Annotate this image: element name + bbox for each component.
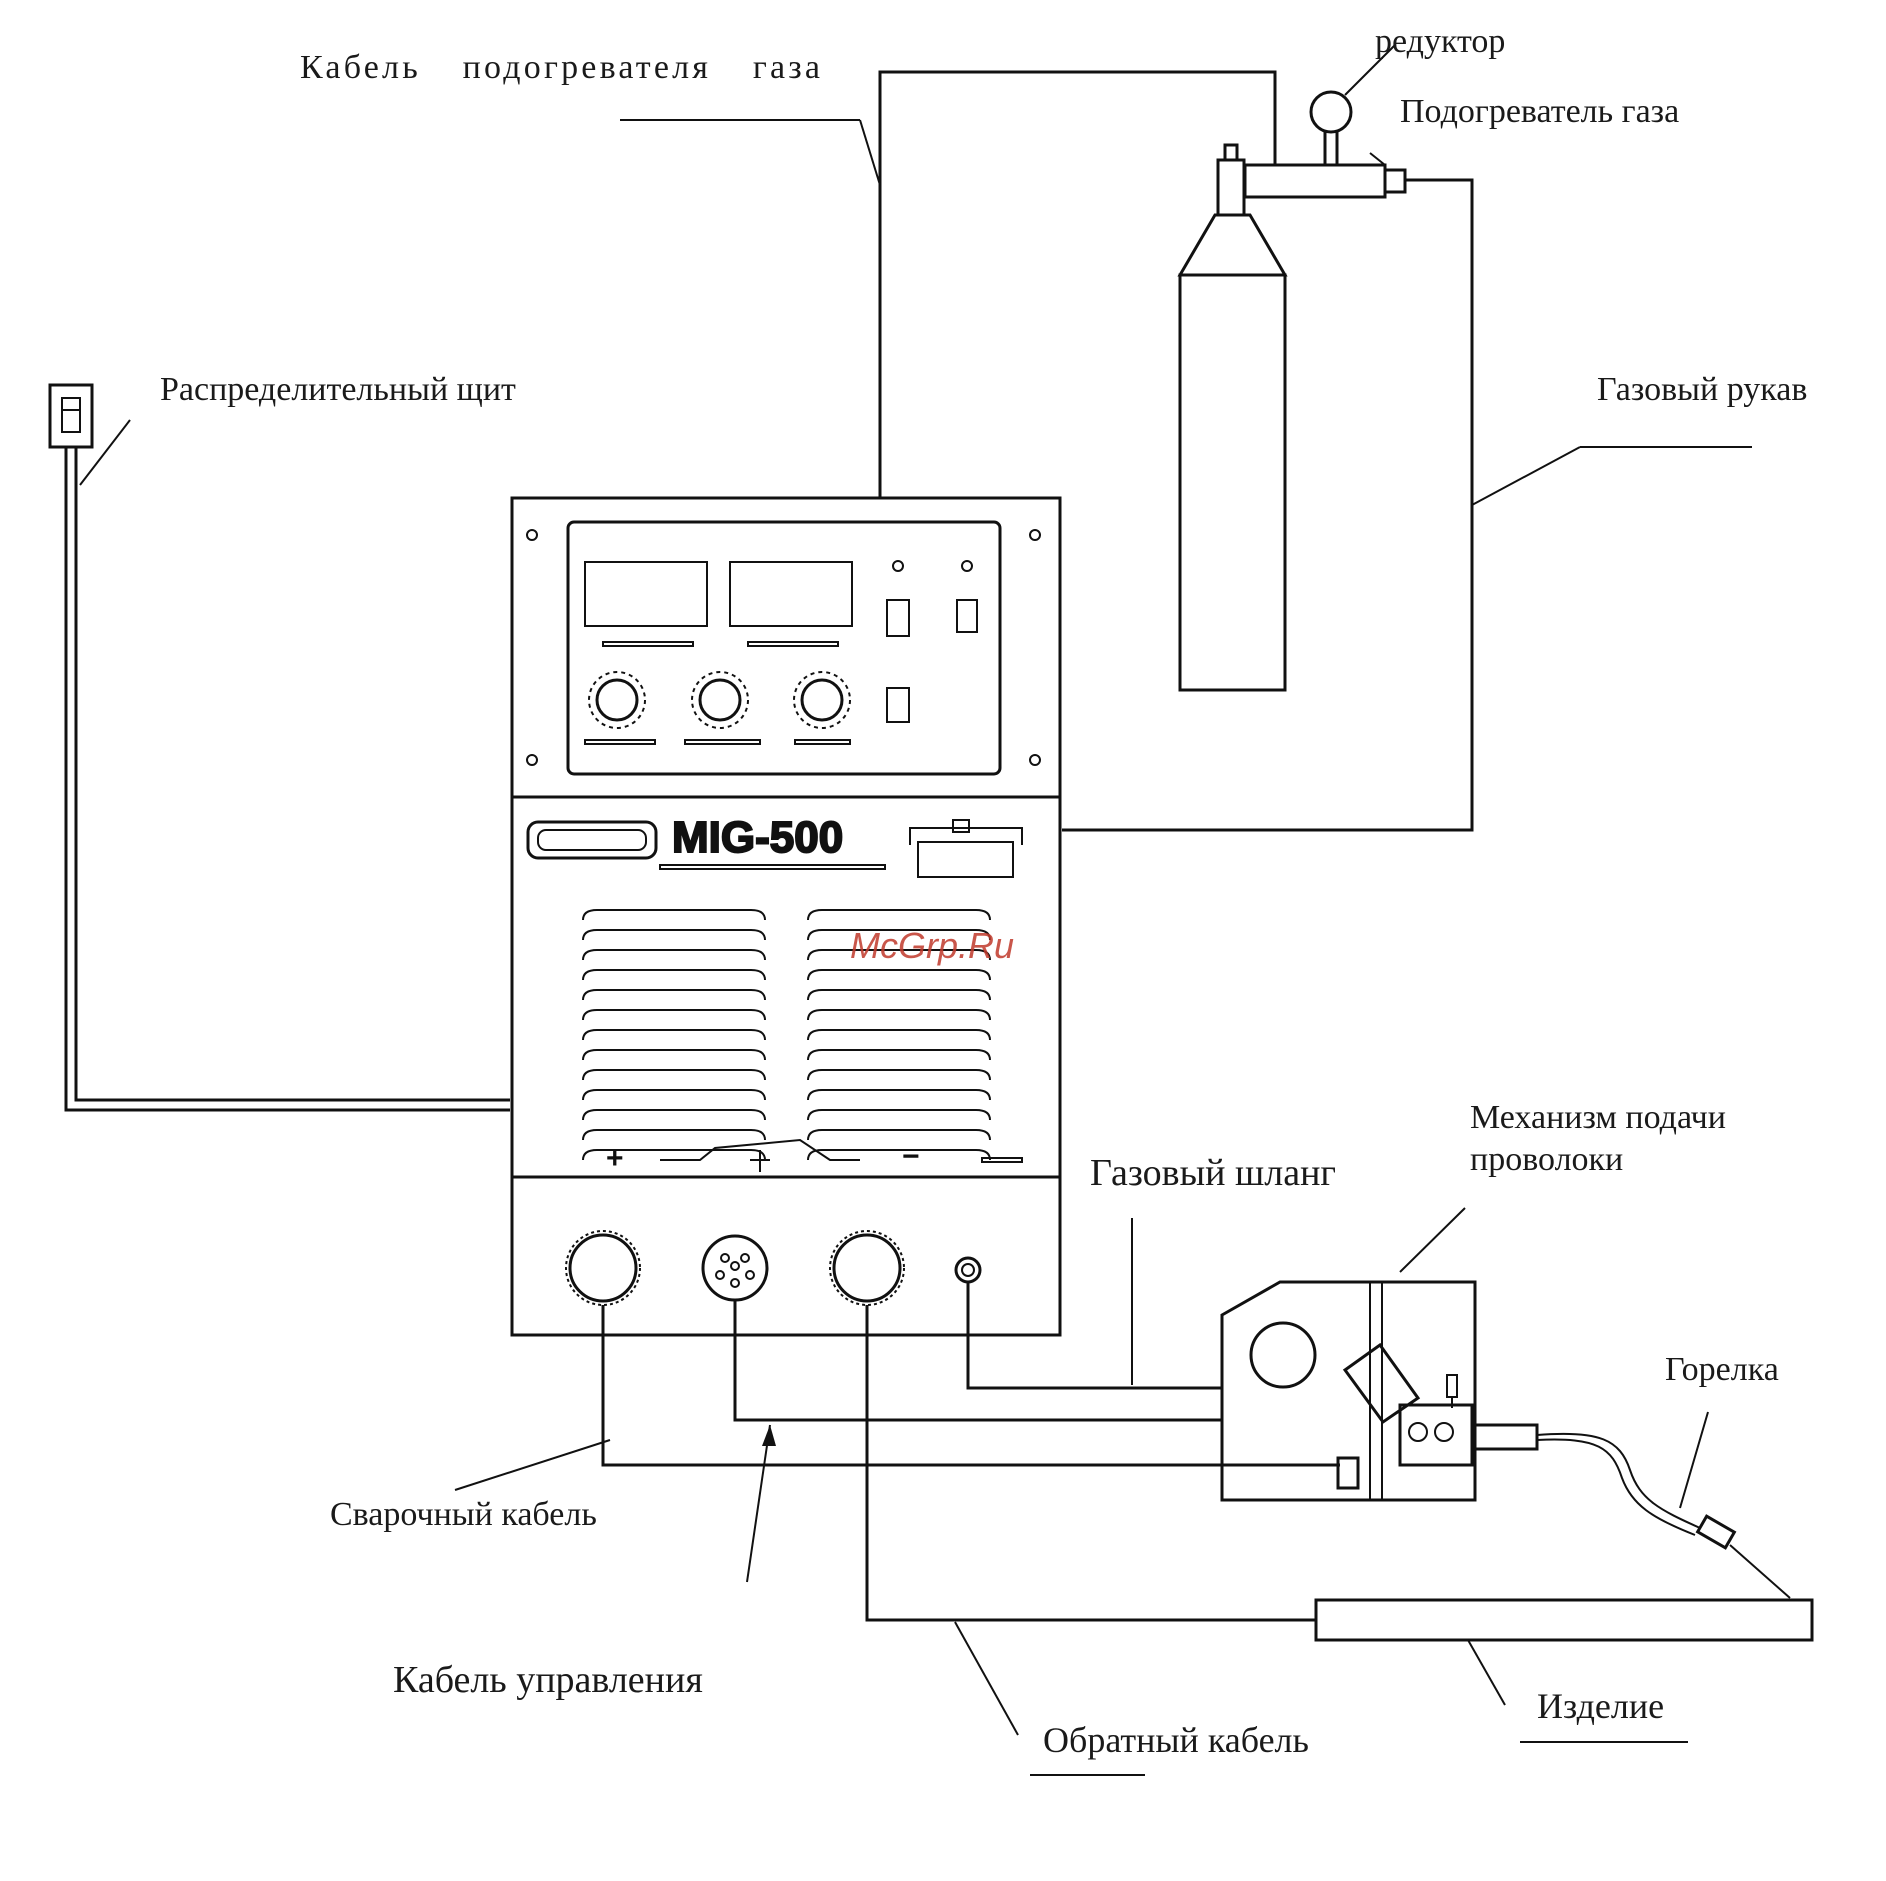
vent-louver bbox=[582, 929, 766, 941]
watermark: McGrp.Ru bbox=[850, 925, 1014, 966]
knob-3 bbox=[793, 671, 851, 729]
gas-sleeve-line bbox=[1062, 152, 1752, 832]
workpiece bbox=[1314, 1598, 1814, 1743]
polarity-minus-label: − bbox=[902, 1140, 920, 1173]
control-cable-line bbox=[733, 1300, 1222, 1583]
vent-left bbox=[582, 909, 766, 1161]
socket-plus bbox=[565, 1230, 641, 1306]
vent-louver bbox=[807, 1129, 991, 1141]
vent-louver bbox=[582, 909, 766, 921]
vent-louver bbox=[807, 1009, 991, 1021]
label-wire-feeder-2: проволоки bbox=[1470, 1141, 1623, 1178]
vent-right bbox=[807, 909, 991, 1161]
vent-louver bbox=[582, 1109, 766, 1121]
welding-machine: MIG-500 + − bbox=[510, 496, 1062, 1337]
vent-louver bbox=[807, 1089, 991, 1101]
vent-louver bbox=[807, 929, 991, 941]
welding-torch bbox=[1473, 1411, 1791, 1599]
vent-louver bbox=[582, 1089, 766, 1101]
vent-louver bbox=[807, 909, 991, 921]
vent-louver bbox=[807, 1049, 991, 1061]
vent-louver bbox=[582, 1049, 766, 1061]
knob-2 bbox=[691, 671, 749, 729]
brand-logo bbox=[526, 820, 658, 860]
vent-louver bbox=[582, 1029, 766, 1041]
vent-louver bbox=[582, 949, 766, 961]
label-wire-feeder-1: Механизм подачи bbox=[1470, 1099, 1726, 1136]
label-distribution-board: Распределительный щит bbox=[160, 371, 516, 408]
label-gas-heater-cable: Кабель подогревателя газа bbox=[300, 49, 820, 86]
gas-heater bbox=[1243, 163, 1407, 199]
socket-minus bbox=[829, 1230, 905, 1306]
vent-louver bbox=[807, 1149, 991, 1161]
label-gas-heater: Подогреватель газа bbox=[1400, 93, 1679, 130]
label-gas-sleeve: Газовый рукав bbox=[1597, 371, 1807, 408]
welding-cable-line bbox=[454, 1305, 1340, 1491]
model-name: MIG-500 bbox=[672, 813, 843, 862]
label-control-cable: Кабель управления bbox=[393, 1659, 703, 1701]
reducer bbox=[1309, 44, 1396, 165]
label-gas-hose: Газовый шланг bbox=[1090, 1152, 1336, 1194]
vent-louver bbox=[807, 1029, 991, 1041]
wire-feeder bbox=[1220, 1207, 1477, 1502]
vent-louver bbox=[582, 989, 766, 1001]
knob-1 bbox=[588, 671, 646, 729]
label-reducer: редуктор bbox=[1375, 23, 1505, 60]
vent-louver bbox=[807, 949, 991, 961]
return-cable-line bbox=[865, 1305, 1316, 1776]
distribution-board bbox=[48, 383, 510, 1112]
label-torch: Горелка bbox=[1665, 1351, 1779, 1388]
vent-louver bbox=[582, 1129, 766, 1141]
vent-louver bbox=[582, 969, 766, 981]
gas-cylinder bbox=[1177, 143, 1288, 692]
label-return-cable: Обратный кабель bbox=[1043, 1720, 1309, 1760]
polarity-plus-label: + bbox=[606, 1142, 624, 1175]
vent-louver bbox=[807, 969, 991, 981]
vent-louver bbox=[807, 1109, 991, 1121]
vent-louver bbox=[582, 1069, 766, 1081]
vent-louver bbox=[807, 1069, 991, 1081]
gas-heater-cable-line bbox=[620, 70, 1277, 500]
label-welding-cable: Сварочный кабель bbox=[330, 1496, 597, 1533]
voltage-display bbox=[584, 561, 708, 627]
gas-hose-line bbox=[966, 1218, 1222, 1390]
vent-louver bbox=[582, 1009, 766, 1021]
vent-louver bbox=[582, 1149, 766, 1161]
label-workpiece: Изделие bbox=[1537, 1686, 1664, 1726]
vent-louver bbox=[807, 989, 991, 1001]
current-display bbox=[729, 561, 853, 627]
